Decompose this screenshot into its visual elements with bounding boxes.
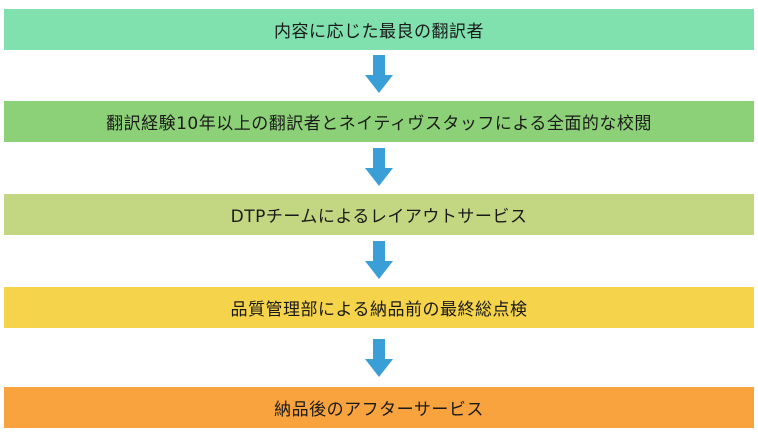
arrow-down-icon: [365, 241, 393, 279]
arrow-down-icon: [365, 55, 393, 93]
step-1-label: 内容に応じた最良の翻訳者: [274, 22, 484, 42]
step-1: 内容に応じた最良の翻訳者: [4, 9, 754, 50]
step-4: 品質管理部による納品前の最終総点検: [4, 287, 754, 328]
arrow-down-icon: [365, 148, 393, 186]
step-4-label: 品質管理部による納品前の最終総点検: [230, 300, 528, 320]
arrow-down-icon: [365, 339, 393, 377]
step-5-label: 納品後のアフターサービス: [274, 400, 484, 420]
step-3: DTPチームによるレイアウトサービス: [4, 194, 754, 235]
step-2-label: 翻訳経験10年以上の翻訳者とネイティヴスタッフによる全面的な校閲: [106, 114, 652, 134]
step-2: 翻訳経験10年以上の翻訳者とネイティヴスタッフによる全面的な校閲: [4, 101, 754, 142]
step-5: 納品後のアフターサービス: [4, 387, 754, 428]
step-3-label: DTPチームによるレイアウトサービス: [230, 207, 528, 227]
process-flow: 内容に応じた最良の翻訳者 翻訳経験10年以上の翻訳者とネイティヴスタッフによる全…: [4, 0, 754, 433]
